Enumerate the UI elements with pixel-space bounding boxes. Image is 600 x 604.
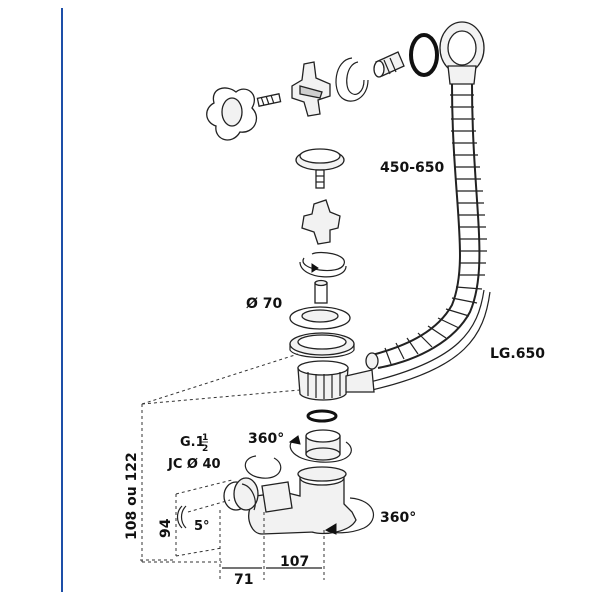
trap-outlet-washer [176, 505, 187, 529]
waste-union-nut [305, 429, 341, 461]
dimension-71-label: 71 [234, 572, 253, 588]
drain-cross-guide [301, 199, 341, 245]
overflow-cross-bracket [291, 61, 331, 117]
drain-spring-clip [299, 251, 347, 278]
rotation-arrow-upper [288, 435, 352, 463]
thread-spec-fraction-den: 2 [202, 444, 208, 454]
overflow-flexible-hose [365, 83, 487, 370]
thread-spec-fraction-num: 1 [202, 433, 208, 443]
drain-pin [314, 279, 328, 304]
overflow-knob [206, 87, 257, 141]
siphon-trap [223, 466, 357, 535]
overflow-bushing [373, 51, 405, 78]
drain-flange-ring [289, 332, 355, 359]
joint-spec-label: JC Ø 40 [167, 457, 221, 472]
dimension-107-label: 107 [280, 554, 309, 570]
rotation-lower-label: 360° [380, 510, 416, 526]
waste-body [297, 360, 375, 401]
hose-length-label: 450-650 [380, 160, 445, 176]
drain-strainer [289, 306, 351, 330]
overflow-clip-ring [335, 57, 369, 102]
dimension-94-label: 94 [158, 518, 174, 538]
rotation-arrow-lower [324, 497, 374, 535]
rotation-upper-label: 360° [248, 431, 284, 447]
waste-nut-washer [306, 409, 338, 423]
overflow-pipe-length-label: LG.650 [490, 346, 545, 362]
thread-spec-label: G.1 1 2 [180, 433, 208, 454]
trap-clip-ring [244, 455, 282, 479]
dimension-lines [140, 353, 325, 580]
angle-5-label: 5° [194, 519, 210, 534]
overflow-body [439, 21, 485, 85]
thread-spec-prefix: G.1 [180, 435, 205, 450]
overflow-gasket [409, 33, 439, 77]
overflow-rigid-tube-edge [371, 291, 491, 391]
overflow-screw [256, 93, 282, 107]
overflow-rigid-tube [369, 289, 485, 383]
drain-plug-cap [295, 148, 345, 189]
height-range-label: 108 ou 122 [124, 452, 140, 540]
diameter-70-label: Ø 70 [246, 296, 283, 312]
